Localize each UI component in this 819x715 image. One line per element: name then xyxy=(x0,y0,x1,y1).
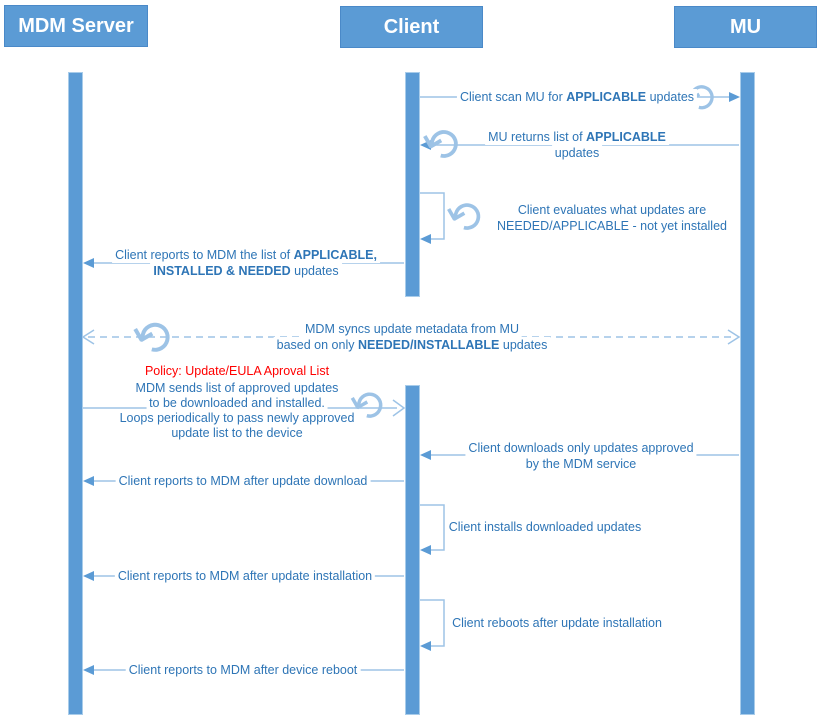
arrowhead-1 xyxy=(729,92,740,102)
message-label-12: Client reports to MDM after device reboo… xyxy=(125,662,361,678)
arrowhead-8 xyxy=(83,476,94,486)
arrowhead-12 xyxy=(83,665,94,675)
message-label-1: Client scan MU for APPLICABLE updates xyxy=(456,89,698,105)
actor-label-mdm-server: MDM Server xyxy=(18,14,134,37)
actor-label-mu: MU xyxy=(729,15,762,38)
arrowhead-4 xyxy=(83,258,94,268)
message-line-9 xyxy=(420,504,445,551)
arrowhead-6 xyxy=(392,399,406,417)
actor-label-client: Client xyxy=(383,15,440,38)
arrowhead-7 xyxy=(420,450,431,460)
message-label-4: Client reports to MDM the list of APPLIC… xyxy=(112,247,380,279)
arrowhead-3 xyxy=(420,234,431,244)
message-label-9: Client installs downloaded updates xyxy=(445,519,645,535)
arrowhead-5-right xyxy=(727,329,741,345)
arrowhead-10 xyxy=(83,571,94,581)
policy-note: Policy: Update/EULA Aproval List xyxy=(142,363,332,379)
arrowhead-5-left xyxy=(81,329,95,345)
arrowhead-2 xyxy=(420,140,431,150)
lifeline-client-upper xyxy=(405,72,420,297)
message-label-8: Client reports to MDM after update downl… xyxy=(115,473,371,489)
message-line-3 xyxy=(420,192,445,240)
message-line-11 xyxy=(420,599,445,647)
arrowhead-9 xyxy=(420,545,431,555)
actor-box-mdm-server: MDM Server xyxy=(4,5,148,47)
message-label-10: Client reports to MDM after update insta… xyxy=(114,568,376,584)
message-label-11: Client reboots after update installation xyxy=(449,615,665,631)
actor-box-mu: MU xyxy=(674,6,817,48)
actor-box-client: Client xyxy=(340,6,483,48)
arrowhead-11 xyxy=(420,641,431,651)
